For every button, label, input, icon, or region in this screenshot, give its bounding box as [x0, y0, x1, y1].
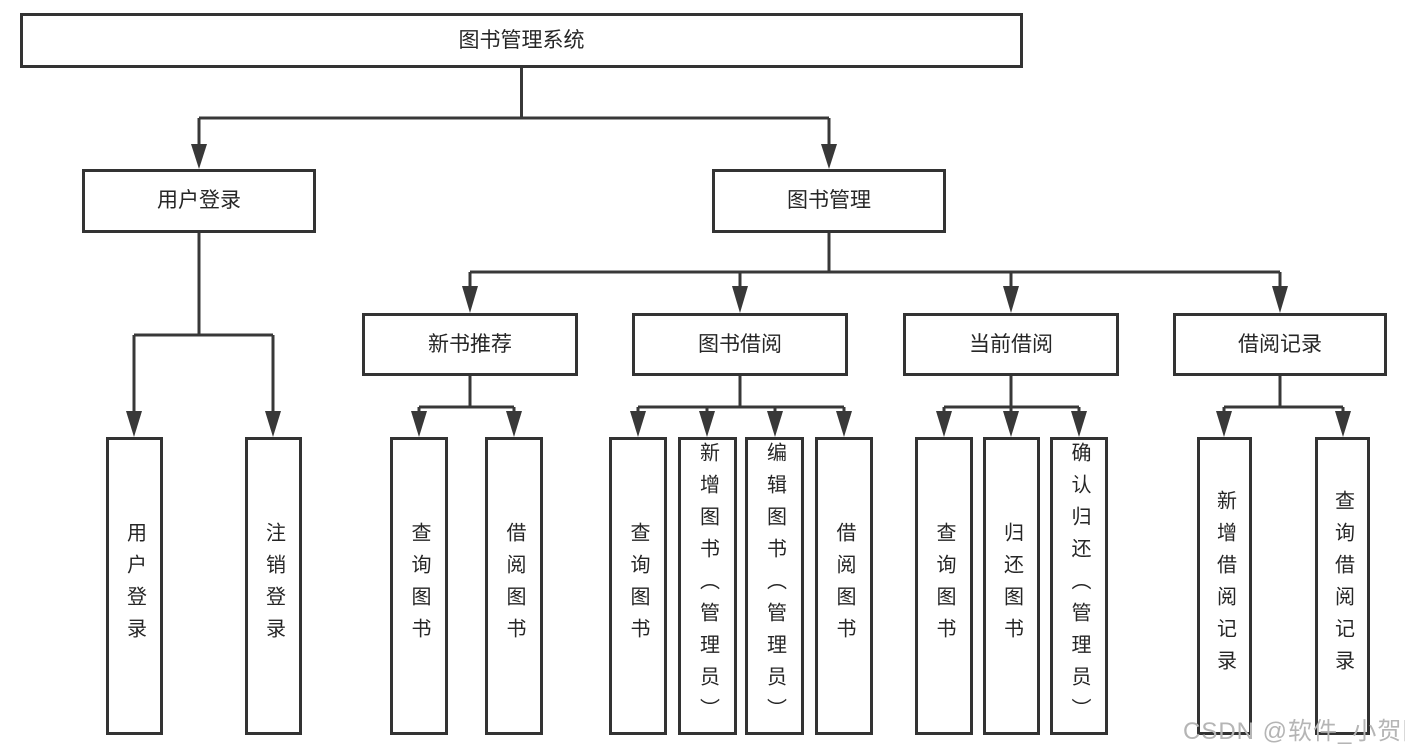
node-label: 新书推荐 — [428, 332, 512, 356]
leaf-label: 注销登录 — [262, 522, 285, 650]
node-borrow-records: 借阅记录 — [1173, 313, 1387, 376]
node-book-borrow: 图书借阅 — [632, 313, 848, 376]
node-label: 图书管理 — [787, 189, 871, 213]
leaf-confirm-return-admin: 确认归还（管理员） — [1050, 437, 1108, 735]
connector-borrow-records-children — [1216, 376, 1351, 437]
leaf-label: 新增借阅记录 — [1213, 490, 1236, 682]
connector-book-management-children — [462, 233, 1288, 313]
leaf-query-borrow-record: 查询借阅记录 — [1315, 437, 1370, 735]
leaf-label: 新增图书（管理员） — [696, 442, 719, 730]
leaf-label: 编辑图书（管理员） — [763, 442, 786, 730]
leaf-label: 查询借阅记录 — [1331, 490, 1354, 682]
leaf-label: 查询图书 — [627, 522, 649, 650]
node-label: 图书借阅 — [698, 332, 782, 356]
leaf-label: 归还图书 — [1000, 522, 1023, 650]
leaf-edit-book-admin: 编辑图书（管理员） — [745, 437, 804, 735]
node-book-management: 图书管理 — [712, 169, 946, 233]
node-library-system-root: 图书管理系统 — [20, 13, 1023, 68]
connector-new-book-children — [411, 376, 522, 437]
csdn-watermark: CSDN @软件_小贺同学 — [1183, 718, 1405, 745]
node-current-borrow: 当前借阅 — [903, 313, 1119, 376]
leaf-query-books-recommend: 查询图书 — [390, 437, 448, 735]
connector-book-borrow-children — [630, 376, 852, 437]
leaf-label: 确认归还（管理员） — [1068, 442, 1090, 730]
leaf-label: 借阅图书 — [503, 522, 525, 650]
leaf-label: 借阅图书 — [833, 522, 855, 650]
connector-user-login-children — [126, 233, 281, 437]
leaf-add-borrow-record: 新增借阅记录 — [1197, 437, 1252, 735]
leaf-user-login: 用户登录 — [106, 437, 163, 735]
node-label: 当前借阅 — [969, 332, 1053, 356]
root-label: 图书管理系统 — [458, 28, 585, 52]
connector-root-to-level2 — [191, 68, 837, 169]
leaf-label: 查询图书 — [408, 522, 430, 650]
leaf-return-book: 归还图书 — [983, 437, 1040, 735]
leaf-borrow-books-recommend: 借阅图书 — [485, 437, 543, 735]
leaf-query-books-current: 查询图书 — [915, 437, 973, 735]
leaf-borrow-books: 借阅图书 — [815, 437, 873, 735]
connector-current-borrow-children — [936, 376, 1087, 437]
leaf-label: 用户登录 — [123, 522, 146, 650]
node-label: 用户登录 — [157, 189, 241, 213]
leaf-label: 查询图书 — [933, 522, 955, 650]
node-user-login: 用户登录 — [82, 169, 316, 233]
leaf-query-books-borrow: 查询图书 — [609, 437, 667, 735]
node-label: 借阅记录 — [1238, 332, 1322, 356]
node-new-book-recommend: 新书推荐 — [362, 313, 578, 376]
leaf-logout: 注销登录 — [245, 437, 302, 735]
leaf-add-book-admin: 新增图书（管理员） — [678, 437, 737, 735]
